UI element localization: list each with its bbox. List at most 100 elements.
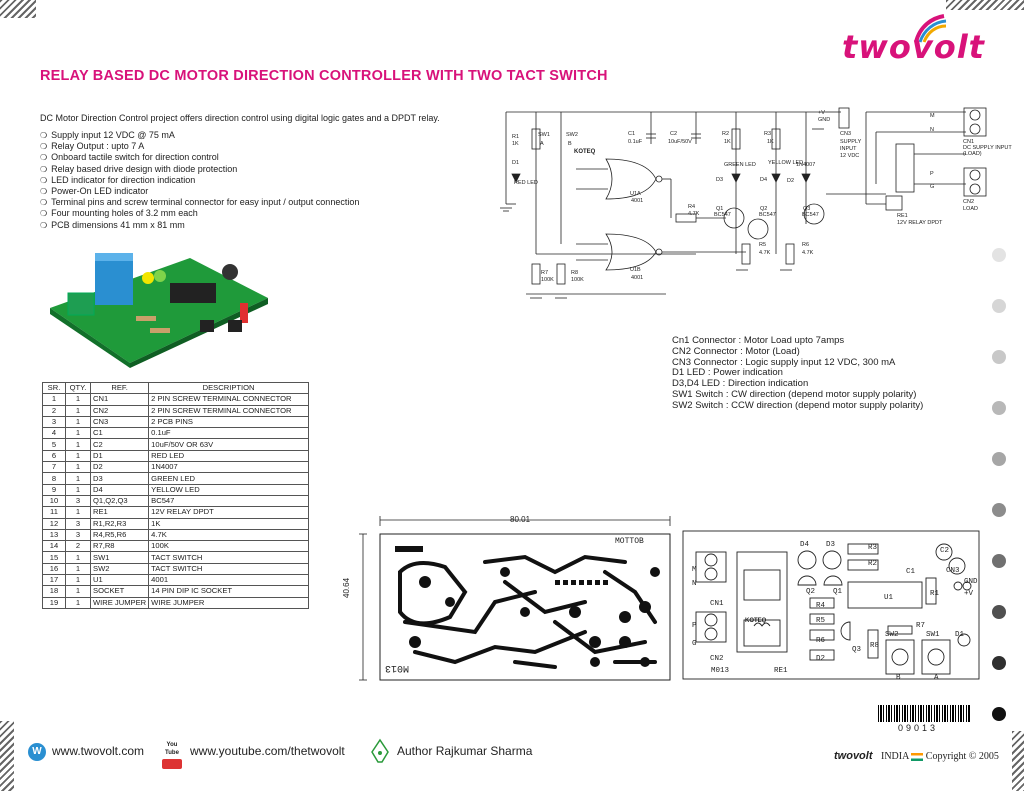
note-line: D3,D4 LED : Direction indication [672, 378, 809, 390]
page-nav-dot[interactable] [992, 656, 1006, 670]
table-cell: CN1 [89, 393, 150, 406]
footer-youtube-link[interactable]: www.youtube.com/thetwovolt [190, 744, 345, 758]
table-cell: 1 [65, 393, 91, 406]
intro-text: DC Motor Direction Control project offer… [40, 113, 440, 123]
page-nav-dot[interactable] [992, 299, 1006, 313]
bom-header-cell: REF. [89, 381, 150, 395]
silkscreen-label: G [692, 640, 697, 648]
note-line: SW1 Switch : CW direction (depend motor … [672, 388, 917, 400]
table-cell: SOCKET [89, 585, 150, 598]
schematic-label: G [930, 184, 935, 190]
footer-copyright: twovolt INDIA Copyright © 2005 [834, 750, 999, 762]
silkscreen-label: GND [964, 578, 978, 586]
table-cell: C1 [89, 427, 150, 440]
terminal-part [67, 292, 95, 316]
schematic-label: N [930, 127, 934, 133]
page-nav-dot[interactable] [992, 707, 1006, 721]
product-photo [50, 253, 268, 368]
table-cell: 2 PCB PINS [148, 415, 309, 429]
table-cell: 19 [42, 596, 66, 609]
feature-item: Four mounting holes of 3.2 mm each [40, 208, 359, 219]
feature-item: Onboard tactile switch for direction con… [40, 152, 359, 163]
table-cell: 1 [65, 415, 91, 429]
page-nav-dot[interactable] [992, 452, 1006, 466]
page-nav-dot[interactable] [992, 401, 1006, 415]
table-cell: 1 [65, 596, 91, 609]
table-cell: 2 PIN SCREW TERMINAL CONNECTOR [148, 404, 309, 417]
schematic-label: INPUT [840, 146, 857, 152]
schematic-label: P [930, 171, 934, 177]
table-cell: 3 [42, 415, 66, 429]
ic-part [170, 283, 216, 303]
table-cell: 1 [65, 551, 91, 564]
brand-logo[interactable]: twovolt [842, 28, 985, 66]
schematic-label: BC547 [802, 212, 819, 218]
schematic-label: R3 [764, 131, 772, 137]
silkscreen-label: N [692, 580, 697, 588]
note-line: SW2 Switch : CCW direction (depend motor… [672, 399, 924, 411]
schematic-label: R5 [759, 242, 767, 248]
table-cell: 1 [65, 574, 91, 587]
schematic-label: SW2 [566, 132, 578, 138]
schematic-label: +V [818, 110, 825, 116]
page-nav-dot[interactable] [992, 503, 1006, 517]
pen-nib-icon [371, 738, 389, 763]
table-cell: 3 [65, 517, 91, 530]
schematic-label: CN1 [963, 139, 975, 145]
silkscreen-label: CN3 [946, 567, 960, 575]
globe-icon: W [28, 743, 46, 761]
page-title: RELAY BASED DC MOTOR DIRECTION CONTROLLE… [40, 68, 608, 84]
table-cell: 10 [42, 494, 66, 508]
table-cell: 14 PIN DIP IC SOCKET [148, 585, 309, 598]
silkscreen-label: D1 [955, 631, 965, 639]
schematic-label: 4001 [631, 198, 644, 204]
table-cell: 18 [42, 585, 66, 598]
corner-hatch-bottom-right [1012, 731, 1024, 791]
feature-item: Terminal pins and screw terminal connect… [40, 197, 359, 208]
footer-website-link[interactable]: www.twovolt.com [52, 744, 145, 758]
pcb-copper-mirror-label: M013 [385, 662, 410, 673]
silkscreen-label: R1 [930, 590, 940, 598]
page-nav-dot[interactable] [992, 350, 1006, 364]
silkscreen-label: CN2 [710, 655, 724, 663]
schematic-label: B [568, 141, 572, 147]
table-cell: WIRE JUMPER [148, 596, 309, 609]
silkscreen-label: C2 [940, 547, 950, 555]
table-cell: 1 [65, 472, 91, 485]
bom-header-cell: QTY. [65, 381, 91, 395]
table-cell: D4 [89, 483, 150, 496]
table-cell: 11 [42, 506, 66, 519]
page-nav-dot[interactable] [992, 248, 1006, 262]
table-cell: 17 [42, 574, 66, 587]
page-nav-dot[interactable] [992, 605, 1006, 619]
page-nav-dot[interactable] [992, 554, 1006, 568]
schematic-label: 100K [571, 277, 584, 283]
silkscreen-label: B [896, 674, 901, 682]
schematic-label: R8 [571, 270, 579, 276]
feature-item: PCB dimensions 41 mm x 81 mm [40, 220, 359, 231]
schematic-label: R7 [541, 270, 549, 276]
silkscreen-label: U1 [884, 594, 894, 602]
table-cell: 1 [65, 562, 91, 576]
table-cell: R1,R2,R3 [89, 517, 150, 530]
silkscreen-label: R8 [870, 642, 880, 650]
table-cell: 4001 [148, 574, 309, 587]
silkscreen-label: D4 [800, 541, 810, 549]
schematic-label: D1 [512, 160, 520, 166]
schematic-label: CN3 [840, 131, 852, 137]
silkscreen-label: Q1 [833, 588, 843, 596]
schematic-brand: KOTEQ [574, 149, 596, 155]
corner-hatch-top-right [946, 0, 1024, 10]
table-cell: Q1,Q2,Q3 [89, 494, 150, 508]
table-cell: 13 [42, 528, 66, 542]
schematic-label: R6 [802, 242, 810, 248]
